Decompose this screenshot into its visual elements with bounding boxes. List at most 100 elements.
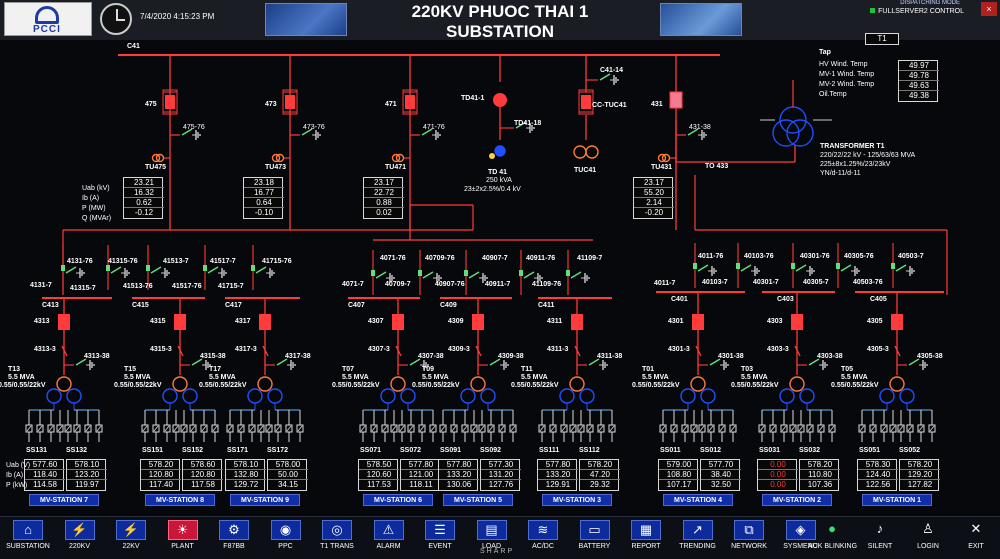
breaker-431[interactable]	[669, 91, 683, 109]
tie-earth-switch[interactable]	[836, 263, 840, 269]
breaker-473[interactable]	[282, 89, 298, 115]
cc-tuc41-breaker[interactable]	[578, 89, 594, 115]
box-transformer-hv-icon[interactable]	[889, 376, 905, 392]
box-transformer-lv-icon[interactable]	[899, 388, 915, 404]
tie-earth-switch[interactable]	[519, 270, 523, 276]
box-transformer-lv-icon[interactable]	[879, 388, 895, 404]
breaker-475-body[interactable]	[165, 95, 175, 109]
nav-button-ack-blinking[interactable]: ●ACK BLINKING	[808, 520, 857, 558]
nav-button-f87bb[interactable]: ⚙F87BB	[210, 520, 258, 558]
box-transformer-lv-icon[interactable]	[700, 388, 716, 404]
breaker-473-body[interactable]	[285, 95, 295, 109]
box-transformer-hv-icon[interactable]	[56, 376, 72, 392]
t1-tag-button[interactable]: T1	[865, 33, 899, 45]
bay-breaker-4301[interactable]	[692, 314, 704, 330]
mv-station-button[interactable]: MV-STATION 5	[443, 494, 513, 506]
nav-button-22kv[interactable]: ⚡22KV	[107, 520, 155, 558]
box-transformer-lv-icon[interactable]	[680, 388, 696, 404]
box-transformer-lv-icon[interactable]	[559, 388, 575, 404]
bay-disconnector-label: 4315-3	[150, 346, 172, 353]
mv-station-button[interactable]: MV-STATION 4	[663, 494, 733, 506]
nav-button-220kv[interactable]: ⚡220KV	[56, 520, 104, 558]
tie-earth-switch[interactable]	[251, 265, 255, 271]
box-transformer-lv-icon[interactable]	[480, 388, 496, 404]
nav-button-substation[interactable]: ⌂SUBSTATION	[4, 520, 52, 558]
box-transformer-hv-icon[interactable]	[470, 376, 486, 392]
transformer-t1-winding-icon[interactable]	[786, 119, 814, 147]
box-transformer-hv-icon[interactable]	[690, 376, 706, 392]
tie-earth-switch[interactable]	[106, 265, 110, 271]
transformer-t1-winding-icon[interactable]	[772, 119, 800, 147]
box-transformer-lv-icon[interactable]	[400, 388, 416, 404]
tie-earth-switch[interactable]	[891, 263, 895, 269]
mv-station-button[interactable]: MV-STATION 2	[762, 494, 832, 506]
nav-button-plant[interactable]: ☀PLANT	[159, 520, 207, 558]
box-transformer-lv-icon[interactable]	[579, 388, 595, 404]
bay-breaker-4315[interactable]	[174, 314, 186, 330]
box-transformer-hv-icon[interactable]	[390, 376, 406, 392]
box-transformer-hv-icon[interactable]	[257, 376, 273, 392]
ss-label: SS011	[660, 447, 681, 454]
bay-breaker-4309[interactable]	[472, 314, 484, 330]
nav-button-ac-dc[interactable]: ≋AC/DC	[519, 520, 567, 558]
tie-earth-switch[interactable]	[146, 265, 150, 271]
tie-earth-switch[interactable]	[566, 270, 570, 276]
breaker-471[interactable]	[402, 89, 418, 115]
bay-breaker-4303[interactable]	[791, 314, 803, 330]
td41-1-breaker[interactable]	[493, 93, 507, 107]
box-transformer-hv-icon[interactable]	[569, 376, 585, 392]
bay-breaker-4313[interactable]	[58, 314, 70, 330]
box-transformer-lv-icon[interactable]	[267, 388, 283, 404]
box-transformer-lv-icon[interactable]	[46, 388, 62, 404]
mv-station-button[interactable]: MV-STATION 9	[230, 494, 300, 506]
box-transformer-lv-icon[interactable]	[460, 388, 476, 404]
cc-tuc41-breaker-body[interactable]	[581, 95, 591, 109]
bay-breaker-4317[interactable]	[259, 314, 271, 330]
tie-earth-switch[interactable]	[464, 270, 468, 276]
tie-earth-switch[interactable]	[371, 270, 375, 276]
nav-button-event[interactable]: ☰EVENT	[416, 520, 464, 558]
nav-button-trending[interactable]: ↗TRENDING	[674, 520, 722, 558]
nav-button-load[interactable]: ▤LOAD	[468, 520, 516, 558]
bay-breaker-4305[interactable]	[891, 314, 903, 330]
tie-switch-label: 41513-76	[123, 283, 153, 290]
nav-button-network[interactable]: ⧉NETWORK	[725, 520, 773, 558]
box-transformer-lv-icon[interactable]	[779, 388, 795, 404]
nav-button-report[interactable]: ▦REPORT	[622, 520, 670, 558]
box-transformer-lv-icon[interactable]	[66, 388, 82, 404]
tie-earth-switch[interactable]	[791, 263, 795, 269]
nav-button-login[interactable]: ♙LOGIN	[904, 520, 952, 558]
tie-earth-switch[interactable]	[61, 265, 65, 271]
nav-button-exit[interactable]: ✕EXIT	[952, 520, 1000, 558]
tie-earth-switch[interactable]	[203, 265, 207, 271]
breaker-475[interactable]	[162, 89, 178, 115]
nav-button-battery[interactable]: ▭BATTERY	[571, 520, 619, 558]
td41-aux-transformer-icon[interactable]	[494, 145, 506, 157]
nav-button-sysmenu[interactable]: ◈SYSMENU	[777, 520, 825, 558]
breaker-471-body[interactable]	[405, 95, 415, 109]
box-transformer-hv-icon[interactable]	[789, 376, 805, 392]
box-transformer-lv-icon[interactable]	[799, 388, 815, 404]
box-transformer-lv-icon[interactable]	[247, 388, 263, 404]
nav-button-alarm[interactable]: ⚠ALARM	[365, 520, 413, 558]
box-transformer-hv-icon[interactable]	[172, 376, 188, 392]
bay-breaker-4307[interactable]	[392, 314, 404, 330]
ss-meas-value: 108.80	[659, 470, 699, 480]
control-mode-toggle[interactable]: FULLSERVER2 CONTROL	[870, 8, 964, 15]
tie-earth-switch[interactable]	[418, 270, 422, 276]
tie-earth-switch[interactable]	[736, 263, 740, 269]
box-transformer-lv-icon[interactable]	[162, 388, 178, 404]
box-transformer-lv-icon[interactable]	[380, 388, 396, 404]
nav-button-silent[interactable]: ♪SILENT	[856, 520, 904, 558]
mv-station-button[interactable]: MV-STATION 3	[542, 494, 612, 506]
mv-station-button[interactable]: MV-STATION 6	[363, 494, 433, 506]
close-icon[interactable]: ×	[981, 2, 997, 16]
mv-station-button[interactable]: MV-STATION 7	[29, 494, 99, 506]
box-transformer-lv-icon[interactable]	[182, 388, 198, 404]
nav-button-t1-trans[interactable]: ◎T1 TRANS	[313, 520, 361, 558]
bay-breaker-4311[interactable]	[571, 314, 583, 330]
nav-button-ppc[interactable]: ◉PPC	[262, 520, 310, 558]
mv-station-button[interactable]: MV-STATION 8	[145, 494, 215, 506]
mv-station-button[interactable]: MV-STATION 1	[862, 494, 932, 506]
tie-earth-switch[interactable]	[693, 263, 697, 269]
